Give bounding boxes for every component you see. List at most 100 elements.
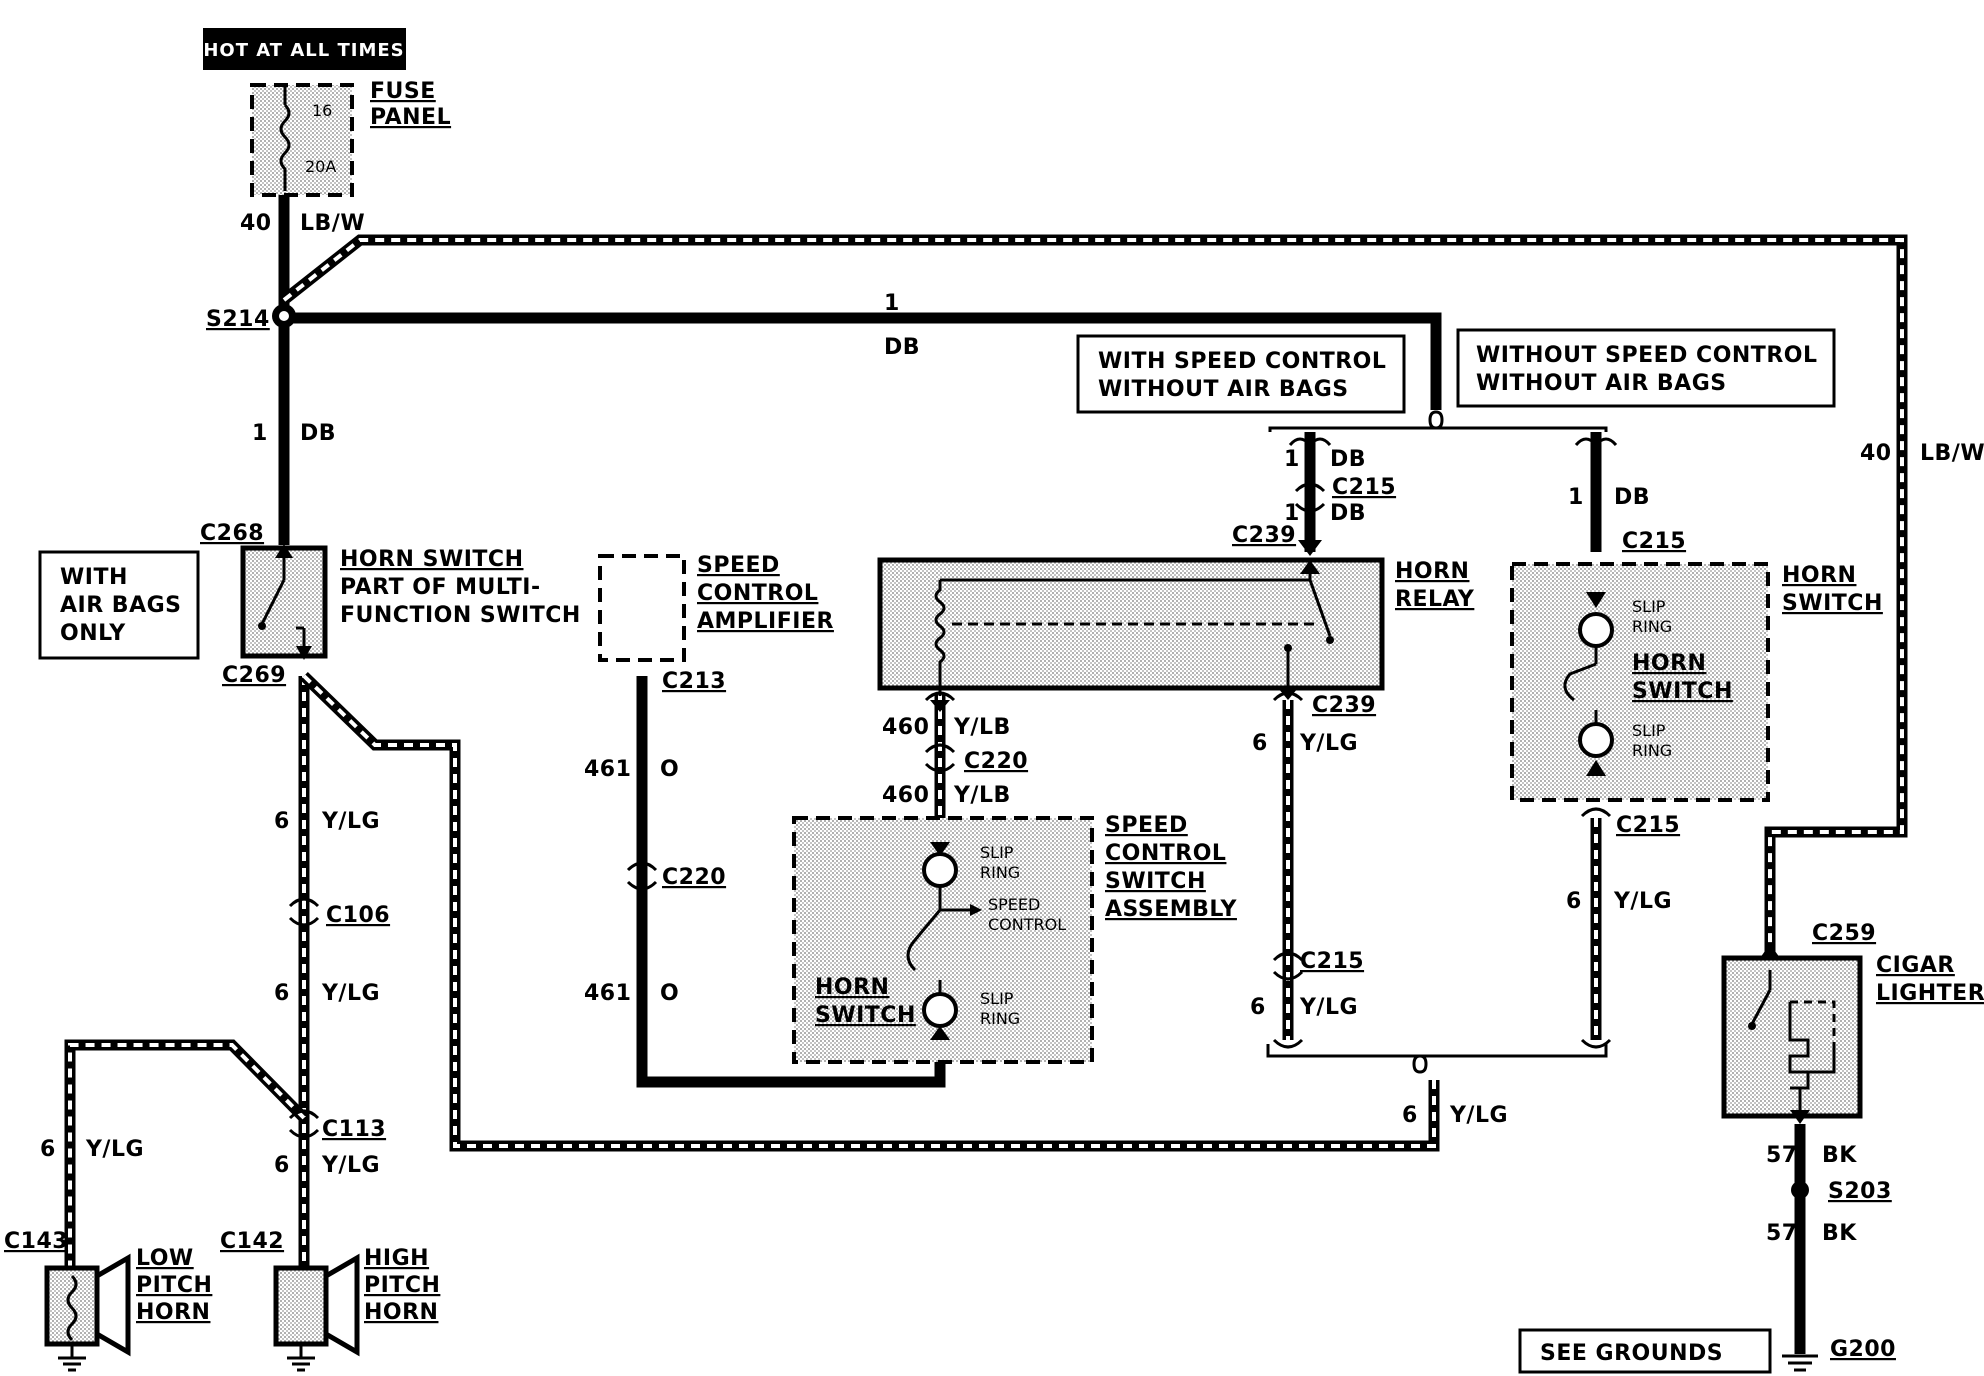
splice-s214-label: S214 [206,307,270,332]
label-callouts-without_speed-1: WITHOUT AIR BAGS [1476,371,1727,396]
low-pitch-horn [44,1253,131,1372]
label-wires-w6_d-num: 6 [274,1153,290,1178]
label-callouts-with_airbags-1: AIR BAGS [60,593,182,618]
fuse-panel-title-1: FUSE [370,79,436,104]
label-components-high_horn-2: HORN [364,1300,438,1325]
label-wires-w460_b-color: Y/LB [953,783,1011,808]
callout-with-speed-control: WITH SPEED CONTROL WITHOUT AIR BAGS [1076,334,1406,414]
label-wires-w1_right-color: DB [1614,485,1650,510]
label-components-horn_relay-1: RELAY [1395,587,1475,612]
label-wires-w6_b-num: 6 [274,981,290,1006]
label-wires-w461_b-num: 461 [584,981,631,1006]
label-callouts-with_speed-0: WITH SPEED CONTROL [1098,349,1386,374]
splice-s203-label: S203 [1828,1179,1892,1204]
splice-s203 [1791,1181,1809,1199]
label-components-horn_switch_mf-2: FUNCTION SWITCH [340,603,581,628]
label-wires-w40_right-color: LB/W [1920,441,1984,466]
label-wires-w6_e-color: Y/LG [1299,731,1358,756]
label-components-horn_switch_r-0: HORN [1782,563,1856,588]
label-connectors-c220a: C220 [662,865,726,890]
label-components-speed_control_out-0: SPEED [988,895,1040,914]
label-components-speed_amp-0: SPEED [697,553,780,578]
label-components-cigar-1: LIGHTER [1876,981,1984,1006]
label-components-horn_relay-0: HORN [1395,559,1469,584]
speed-control-switch-assembly [792,816,1094,1064]
ground-g200 [1782,1354,1818,1372]
horn-switch-multifunction [240,544,328,660]
label-callouts-see_grounds: SEE GROUNDS [1540,1341,1723,1366]
label-wires-w6_a-num: 6 [274,809,290,834]
label-connectors-c220b: C220 [964,749,1028,774]
label-wires-w40_right-num: 40 [1860,441,1892,466]
label-connectors-c215a: C215 [1332,475,1396,500]
label-wires-w461_a-num: 461 [584,757,631,782]
label-connectors-c239b: C239 [1312,693,1376,718]
label-components-slip_ring_c-1: RING [1632,617,1672,636]
label-components-low_horn-2: HORN [136,1300,210,1325]
label-connectors-c269: C269 [222,663,286,688]
label-wires-w460_a-color: Y/LB [953,715,1011,740]
label-wires-w40_top-color: LB/W [300,211,365,236]
label-connectors-c215b: C215 [1300,949,1364,974]
label-components-horn_switch_r-1: SWITCH [1782,591,1883,616]
label-components-speed_switch_asm-2: SWITCH [1105,869,1206,894]
label-components-slip_ring_a-0: SLIP [980,843,1014,862]
label-connectors-c142: C142 [220,1229,284,1254]
label-wires-w1_left-color: DB [300,421,336,446]
label-wires-w6_c-color: Y/LG [85,1137,144,1162]
label-wires-w461_b-color: O [660,981,679,1006]
label-components-low_horn-1: PITCH [136,1273,212,1298]
label-connectors-c106: C106 [326,903,390,928]
label-wires-w6_e-num: 6 [1252,731,1268,756]
fuse-panel-title-2: PANEL [370,105,451,130]
label-wires-w1_right-num: 1 [1568,485,1584,510]
label-components-slip_ring_c-0: SLIP [1632,597,1666,616]
hot-at-all-times-banner: HOT AT ALL TIMES [203,28,406,70]
label-wires-w6_f-color: Y/LG [1299,995,1358,1020]
label-connectors-c215d: C215 [1616,813,1680,838]
label-wires-w57_b-color: BK [1822,1221,1857,1246]
label-components-speed_switch_asm-1: CONTROL [1105,841,1226,866]
speed-control-amplifier [598,554,686,662]
label-components-speed_switch_asm-0: SPEED [1105,813,1188,838]
label-wires-w461_a-color: O [660,757,679,782]
label-components-slip_ring_a-1: RING [980,863,1020,882]
cigar-lighter [1721,944,1863,1124]
label-connectors-c213: C213 [662,669,726,694]
label-wires-w57_b-num: 57 [1766,1221,1798,1246]
label-components-horn_switch_inner_b-0: HORN [1632,651,1706,676]
high-pitch-horn [273,1253,360,1372]
label-components-horn_switch_inner_b-1: SWITCH [1632,679,1733,704]
label-wires-w460_a-num: 460 [882,715,929,740]
horn-relay [877,557,1385,691]
label-wires-w1_mid-color: DB [884,335,920,360]
label-connectors-c215c: C215 [1622,529,1686,554]
label-wires-w6_f-num: 6 [1250,995,1266,1020]
label-components-high_horn-0: HIGH [364,1246,429,1271]
label-components-slip_ring_d-0: SLIP [1632,721,1666,740]
callout-with-airbags-only: WITH AIR BAGS ONLY [38,550,200,660]
ground-label: G200 [1830,1337,1896,1362]
label-wires-w1_relay_a-color: DB [1330,447,1366,472]
label-wires-w6_a-color: Y/LG [321,809,380,834]
label-components-speed_control_out-1: CONTROL [988,915,1066,934]
label-wires-w6_b-color: Y/LG [321,981,380,1006]
label-components-slip_ring_b-0: SLIP [980,989,1014,1008]
fuse-panel: 16 20A [250,83,354,197]
label-connectors-c143: C143 [4,1229,68,1254]
label-wires-w1_relay_a-num: 1 [1284,447,1300,472]
label-connectors-c113: C113 [322,1117,386,1142]
label-callouts-with_airbags-2: ONLY [60,621,126,646]
label-components-speed_switch_asm-3: ASSEMBLY [1105,897,1238,922]
label-callouts-with_airbags-0: WITH [60,565,128,590]
label-wires-w1_left-num: 1 [252,421,268,446]
fuse-rating: 20A [305,157,336,176]
label-components-speed_amp-2: AMPLIFIER [697,609,834,634]
label-components-speed_amp-1: CONTROL [697,581,818,606]
fuse-number: 16 [312,101,332,120]
label-components-cigar-0: CIGAR [1876,953,1955,978]
label-components-high_horn-1: PITCH [364,1273,440,1298]
label-wires-w6_d-color: Y/LG [321,1153,380,1178]
horn-switch-right [1510,562,1770,802]
label-wires-w1_mid-num: 1 [884,291,900,316]
